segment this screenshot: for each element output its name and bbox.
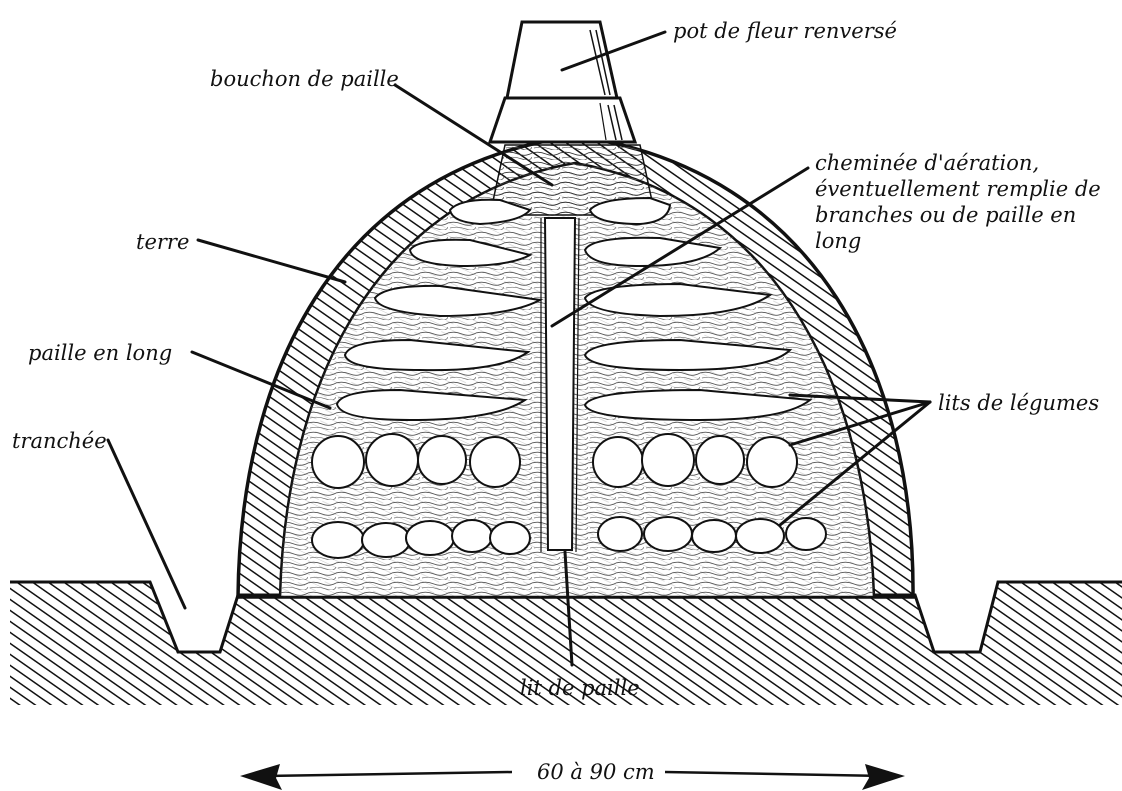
label-tranchee: tranchée — [12, 428, 107, 454]
label-cheminee-line1: cheminée d'aération, — [815, 150, 1115, 176]
label-lit-paille: lit de paille — [520, 675, 640, 701]
label-cheminee-line2: éventuellement remplie de — [815, 176, 1115, 202]
flower-pot-icon — [490, 22, 635, 142]
label-terre: terre — [136, 229, 189, 255]
chimney — [545, 218, 575, 550]
label-pot: pot de fleur renversé — [673, 18, 897, 44]
label-dimension: 60 à 90 cm — [537, 759, 655, 785]
label-lits-legumes: lits de légumes — [938, 390, 1099, 416]
label-bouchon: bouchon de paille — [210, 66, 399, 92]
label-cheminee: cheminée d'aération, éventuellement remp… — [815, 150, 1115, 254]
label-paille-long: paille en long — [28, 340, 172, 366]
label-cheminee-line3: branches ou de paille en long — [815, 202, 1115, 254]
